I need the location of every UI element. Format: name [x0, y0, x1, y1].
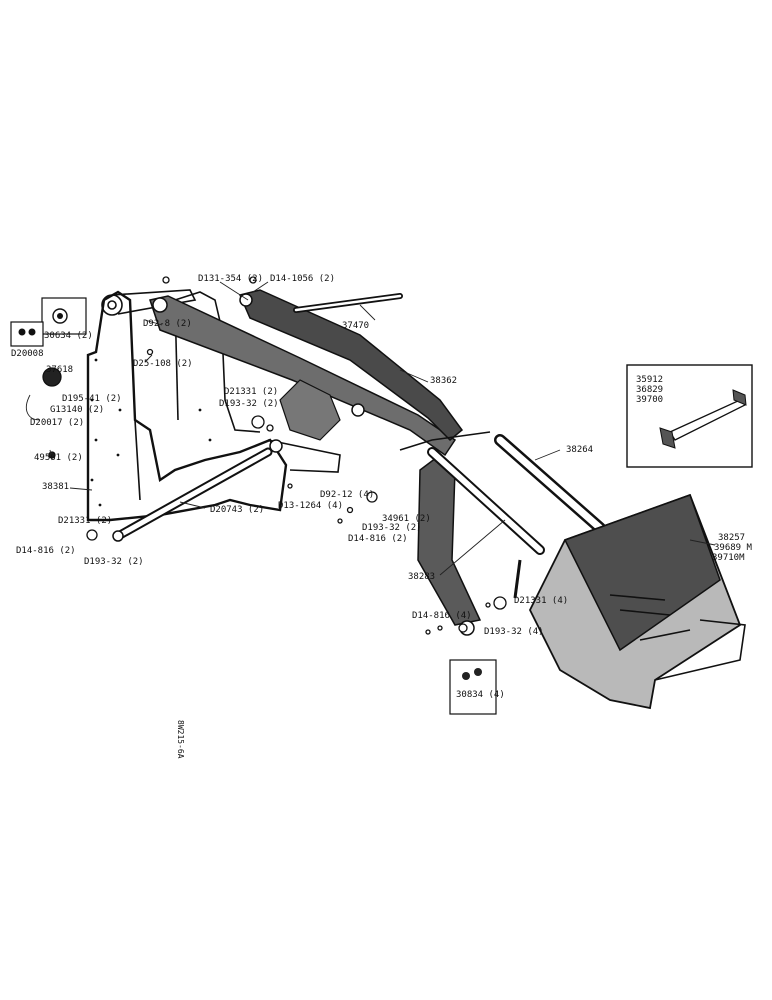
label-30634: 30634 (2): [44, 331, 93, 341]
inset-label-35912: 35912: [636, 375, 663, 385]
label-38264: 38264: [566, 445, 593, 455]
label-d14-1056: D14-1056 (2): [270, 274, 335, 284]
label-39710m: 39710M: [712, 553, 745, 563]
label-38381: 38381: [42, 482, 69, 492]
label-39689m: 39689 M: [714, 543, 753, 553]
label-d14-816-left: D14-816 (2): [16, 546, 76, 556]
label-34961: 34961 (2): [382, 514, 431, 524]
label-d13-1264: D13-1264 (4): [278, 501, 343, 511]
lift-cylinder-left: [112, 439, 283, 542]
label-d193-32-lower: D193-32 (4): [484, 627, 544, 637]
label-d14-816-lower: D14-816 (4): [412, 611, 472, 621]
label-38257: 38257: [718, 533, 745, 543]
cross-shaft: [293, 293, 403, 313]
label-38283: 38283: [408, 572, 435, 582]
leader-lines: [26, 281, 716, 576]
label-d131-354: D131-354 (2): [198, 274, 263, 284]
label-d20017: D20017 (2): [30, 418, 84, 428]
part-labels: D131-354 (2) D14-1056 (2) 37470 30634 (2…: [11, 274, 753, 759]
label-38362: 38362: [430, 376, 457, 386]
bucket-cylinder-right: [399, 431, 606, 534]
label-d21331-left: D21331 (2): [58, 516, 112, 526]
loader-bucket: [528, 493, 746, 710]
bucket-cylinder-middle: [427, 447, 545, 599]
label-d20743: D20743 (2): [210, 505, 264, 515]
label-d195-41: D195-41 (2): [62, 394, 122, 404]
label-d20008: D20008: [11, 349, 44, 359]
inset-label-36829: 36829: [636, 385, 663, 395]
hardware-parts: [42, 276, 507, 635]
inset-label-39700: 39700: [636, 395, 663, 405]
label-d21331-upper: D21331 (2): [224, 387, 278, 397]
label-d21331-lower: D21331 (4): [514, 596, 568, 606]
label-37618: 37618: [46, 365, 73, 375]
lift-arm-assembly: [149, 289, 482, 636]
label-d193-32-upper: D193-32 (2): [219, 399, 279, 409]
label-g13140: G13140 (2): [50, 405, 104, 415]
inset-box: [626, 364, 753, 468]
label-d25-108: D25-108 (2): [133, 359, 193, 369]
label-49561: 49561 (2): [34, 453, 83, 463]
label-37470: 37470: [342, 321, 369, 331]
label-d92-8: D92-8 (2): [143, 319, 192, 329]
label-d193-32-mid: D193-32 (2): [362, 523, 422, 533]
label-30834: 30834 (4): [456, 690, 505, 700]
callout-box-30834: [449, 659, 497, 715]
label-d193-32-left: D193-32 (2): [84, 557, 144, 567]
callout-box-30634: [41, 297, 87, 335]
label-d14-816-mid: D14-816 (2): [348, 534, 408, 544]
callout-box-d20008: [10, 321, 44, 347]
side-code: 8W215-6A: [176, 720, 185, 759]
label-d92-12: D92-12 (4): [320, 490, 374, 500]
